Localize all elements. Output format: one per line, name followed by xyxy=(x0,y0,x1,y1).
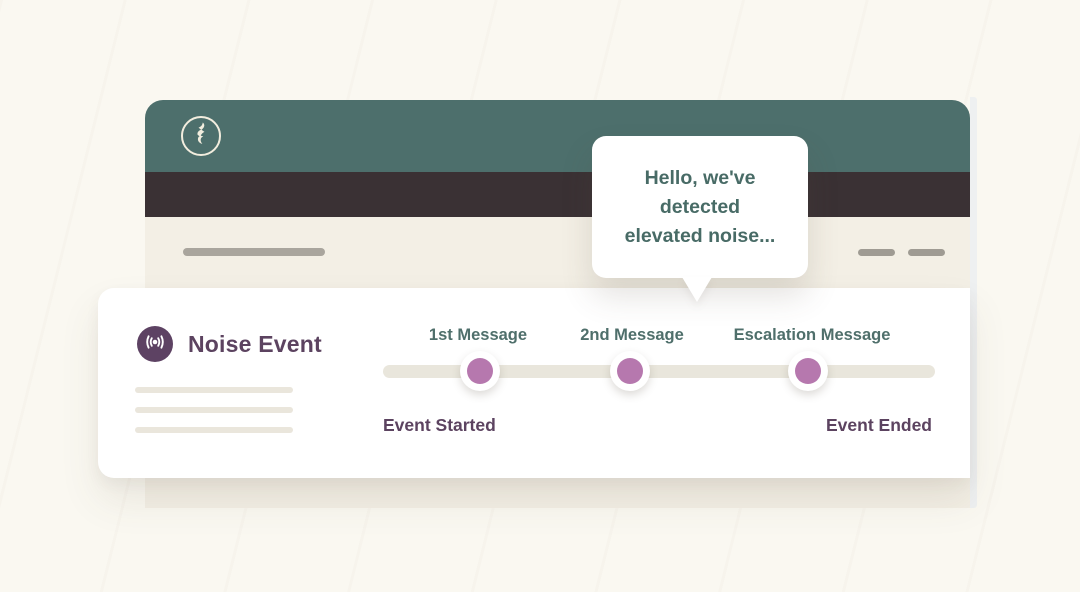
card-placeholder-line xyxy=(135,427,293,433)
milestone-label-escalation-message: Escalation Message xyxy=(733,326,891,344)
timeline-dot-1st-message[interactable] xyxy=(460,351,500,391)
card-placeholder-line xyxy=(135,387,293,393)
event-timeline: 1st Message 2nd Message Escalation Messa… xyxy=(383,288,935,478)
tooltip-text-line: Hello, we've xyxy=(644,166,756,189)
timeline-dot-fill xyxy=(617,358,643,384)
quarter-rest-icon xyxy=(193,121,210,152)
noise-alert-tooltip: Hello, we've detected elevated noise... xyxy=(592,136,808,278)
brand-logo xyxy=(181,116,221,156)
window-toolbar-area xyxy=(145,217,970,508)
window-header-bar xyxy=(145,100,970,172)
timeline-dot-escalation[interactable] xyxy=(788,351,828,391)
card-header: Noise Event xyxy=(137,326,322,362)
card-placeholder-line xyxy=(135,407,293,413)
noise-badge xyxy=(137,326,173,362)
event-started-label: Event Started xyxy=(383,415,496,435)
event-ended-label: Event Ended xyxy=(826,415,932,435)
noise-event-card: Noise Event 1st Message 2nd Message Esca… xyxy=(98,288,970,478)
timeline-dot-fill xyxy=(467,358,493,384)
tooltip-text-line: detected xyxy=(659,195,741,218)
toolbar-dash-left xyxy=(858,249,895,256)
tooltip-text-line: elevated noise... xyxy=(624,224,776,247)
timeline-dot-2nd-message[interactable] xyxy=(610,351,650,391)
noise-broadcast-icon xyxy=(143,330,167,359)
window-edge-highlight xyxy=(970,97,977,508)
milestone-label-2nd-message: 2nd Message xyxy=(580,326,684,344)
timeline-dot-fill xyxy=(795,358,821,384)
card-title: Noise Event xyxy=(188,330,322,357)
window-dark-bar xyxy=(145,172,970,217)
milestone-label-1st-message: 1st Message xyxy=(428,326,528,344)
tooltip-tail xyxy=(682,277,712,302)
toolbar-dash-right xyxy=(908,249,945,256)
toolbar-placeholder-line xyxy=(183,248,325,256)
